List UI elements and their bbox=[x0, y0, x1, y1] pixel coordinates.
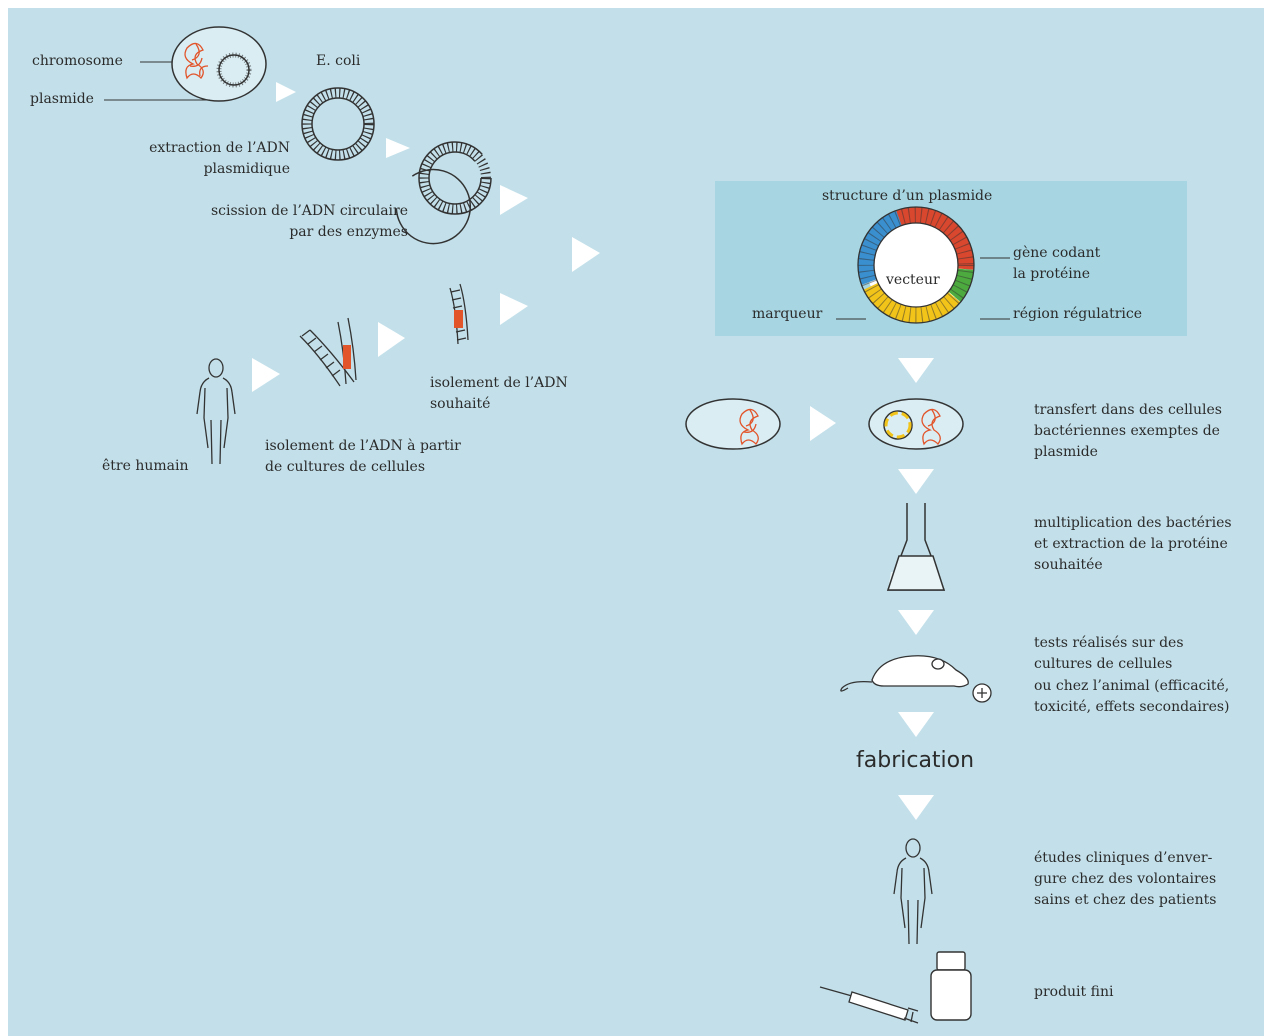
ecoli-bacterium-icon bbox=[171, 26, 267, 102]
step-produit-fini: produit fini bbox=[1034, 984, 1114, 1000]
step-multiplication-line-2: et extraction de la protéine bbox=[1034, 536, 1228, 552]
mouse-icon bbox=[840, 655, 992, 703]
step-transfert-line-3: plasmide bbox=[1034, 444, 1098, 460]
arrow-6-icon bbox=[378, 322, 405, 357]
label-ecoli: E. coli bbox=[316, 53, 361, 69]
step-multiplication-line-3: souhaitée bbox=[1034, 557, 1103, 573]
segment-green bbox=[858, 207, 974, 323]
label-gene-2: la protéine bbox=[1013, 266, 1091, 282]
label-vecteur: vecteur bbox=[886, 272, 940, 288]
flow-arrows-top bbox=[252, 82, 600, 392]
plasmid-ring-icon bbox=[301, 87, 375, 161]
vial-icon bbox=[930, 951, 972, 1021]
label-isolement-partir-1: isolement de l’ADN à partir bbox=[265, 438, 461, 454]
arrow-down-5-icon bbox=[898, 795, 934, 820]
volunteer-figure-icon bbox=[893, 838, 933, 945]
label-plasmide: plasmide bbox=[30, 91, 94, 107]
label-region: région régulatrice bbox=[1013, 306, 1143, 322]
arrow-down-3-icon bbox=[898, 610, 934, 635]
dna-strands-icon bbox=[299, 283, 469, 387]
plasmid-structure-title: structure d’un plasmide bbox=[822, 188, 993, 204]
step-etudes-line-3: sains et chez des patients bbox=[1034, 892, 1217, 908]
label-gene-1: gène codant bbox=[1013, 245, 1101, 261]
syringe-icon bbox=[819, 986, 919, 1024]
human-figure-icon bbox=[196, 358, 236, 465]
label-isolement-souhaite-1: isolement de l’ADN bbox=[430, 375, 568, 391]
arrow-3-icon bbox=[500, 185, 528, 215]
arrow-down-4-icon bbox=[898, 712, 934, 737]
label-isolement-souhaite-2: souhaité bbox=[430, 396, 491, 412]
label-extraction-1: extraction de l’ADN bbox=[149, 140, 290, 156]
arrow-5-icon bbox=[500, 293, 528, 325]
label-scission-1: scission de l’ADN circulaire bbox=[210, 203, 408, 219]
step-tests-line-4: toxicité, effets secondaires) bbox=[1034, 699, 1230, 715]
cut-plasmid-icon bbox=[395, 141, 492, 245]
label-etre-humain: être humain bbox=[102, 458, 189, 474]
arrow-4-icon bbox=[572, 237, 600, 272]
step-transfert-line-1: transfert dans des cellules bbox=[1034, 402, 1222, 418]
flow-arrows-right bbox=[810, 358, 934, 820]
arrow-2-icon bbox=[386, 138, 410, 158]
arrow-down-2-icon bbox=[898, 469, 934, 494]
flask-icon bbox=[886, 503, 946, 591]
step-fabrication: fabrication bbox=[856, 748, 975, 773]
diagram-background bbox=[8, 8, 1264, 1036]
segment-red bbox=[858, 207, 974, 323]
transformed-bacterium-icon bbox=[868, 398, 964, 450]
label-chromosome: chromosome bbox=[32, 53, 123, 69]
empty-bacterium-icon bbox=[685, 398, 781, 450]
arrow-down-1-icon bbox=[898, 358, 934, 383]
step-etudes-line-1: études cliniques d’enver- bbox=[1034, 850, 1213, 866]
label-marqueur: marqueur bbox=[752, 306, 823, 322]
step-tests-line-1: tests réalisés sur des bbox=[1034, 635, 1184, 651]
step-transfert-line-2: bactériennes exemptes de bbox=[1034, 423, 1220, 439]
arrow-7-icon bbox=[252, 358, 280, 392]
step-tests-line-3: ou chez l’animal (efficacité, bbox=[1034, 678, 1230, 694]
step-etudes-line-2: gure chez des volontaires bbox=[1034, 871, 1217, 887]
label-extraction-2: plasmidique bbox=[203, 161, 290, 177]
arrow-right-transfer-icon bbox=[810, 406, 836, 441]
step-multiplication-line-1: multiplication des bactéries bbox=[1034, 515, 1232, 531]
arrow-1-icon bbox=[276, 82, 296, 102]
label-isolement-partir-2: de cultures de cellules bbox=[265, 459, 426, 475]
label-scission-2: par des enzymes bbox=[289, 224, 408, 240]
step-tests-line-2: cultures de cellules bbox=[1034, 656, 1173, 672]
